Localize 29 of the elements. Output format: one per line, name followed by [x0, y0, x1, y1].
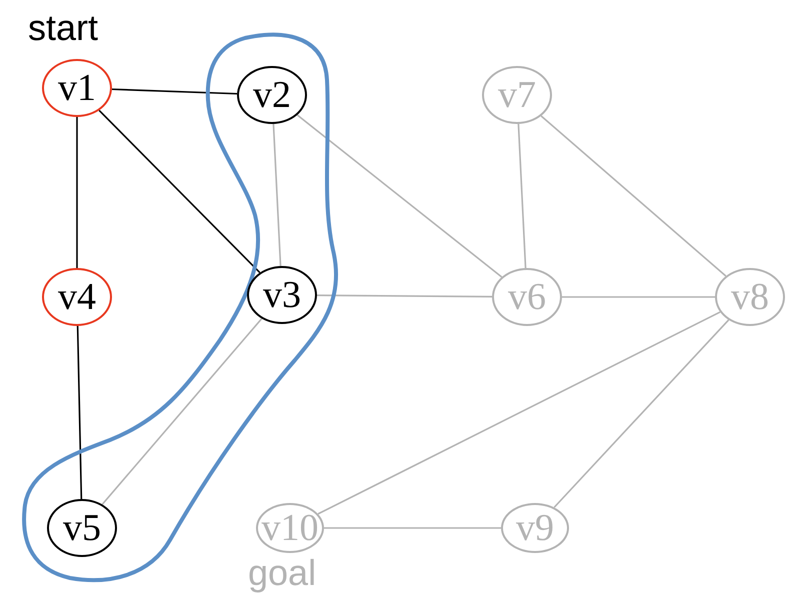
vertex-ellipse [715, 268, 785, 326]
graph-edge [112, 88, 238, 95]
vertex-label: v4 [58, 278, 96, 316]
graph-edge [318, 311, 720, 515]
graph-edge [540, 115, 726, 277]
graph-edge [324, 527, 501, 529]
graph-edge [102, 318, 262, 505]
vertex-label: v10 [262, 509, 318, 547]
graph-edge [76, 326, 82, 500]
vertex-ellipse [247, 266, 317, 324]
vertex-label: v9 [516, 509, 554, 547]
graph-edge [296, 114, 502, 278]
graph-edge [554, 319, 730, 508]
vertex-label: v2 [253, 76, 291, 114]
graph-edge [76, 117, 78, 268]
graph-edge [518, 124, 526, 268]
goal-label: goal [248, 555, 316, 591]
start-label: start [28, 10, 98, 46]
graph-edge [272, 124, 282, 266]
vertex-label: v3 [263, 276, 301, 314]
graph-edge [562, 296, 715, 298]
vertex-label: v6 [508, 278, 546, 316]
graph-edge [98, 110, 260, 274]
vertex-label: v7 [498, 76, 536, 114]
vertex-ellipse [256, 503, 324, 553]
vertex-label: v5 [63, 509, 101, 547]
graph-edge [317, 294, 492, 298]
vertex-label: v8 [731, 278, 769, 316]
vertex-label: v1 [58, 69, 96, 107]
